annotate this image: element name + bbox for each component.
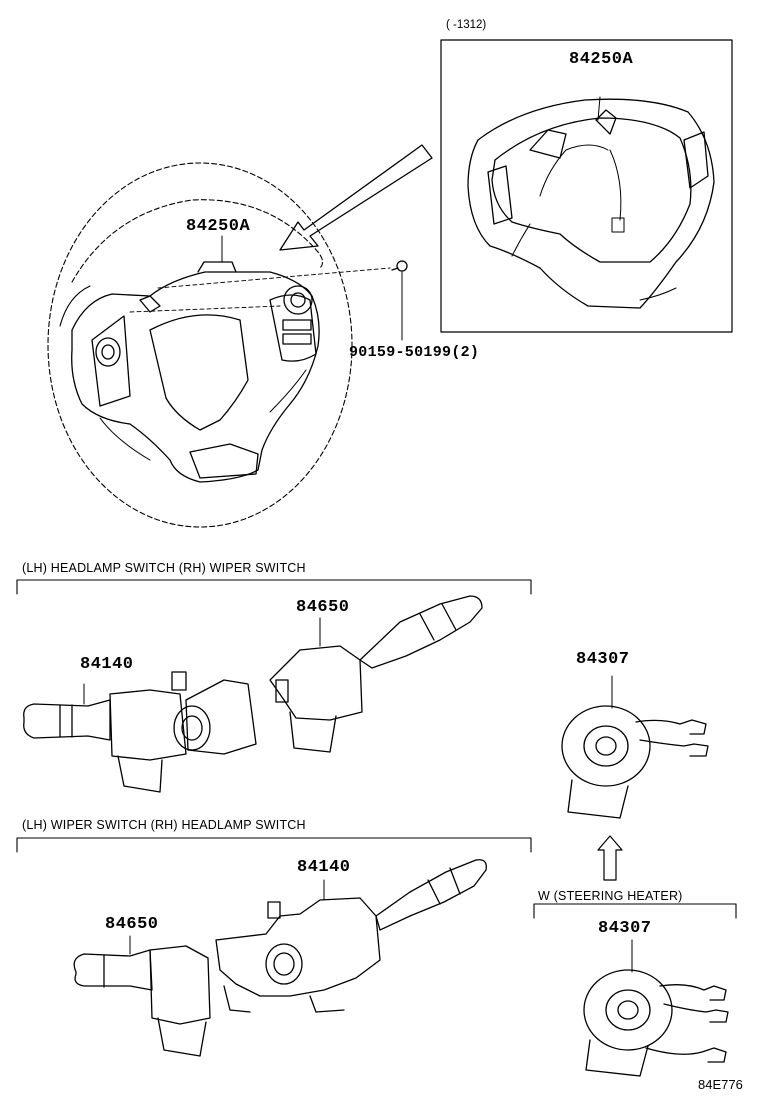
steering-wheel <box>47 162 353 528</box>
inset-frame <box>440 39 733 333</box>
diagram-code: 84E776 <box>698 1077 743 1092</box>
heater-group-caption: W (STEERING HEATER) <box>538 889 683 903</box>
part-number-headlamp-switch-top: 84140 <box>80 655 134 674</box>
part-number-screw: 90159-50199(2) <box>349 344 480 361</box>
wiper-switch-top <box>269 595 483 753</box>
bottom-group-bracket <box>16 837 532 853</box>
screw-part <box>391 260 408 341</box>
part-number-inset-pad: 84250A <box>569 50 634 69</box>
wiper-switch-bottom <box>73 935 211 1057</box>
spiral-cable-top <box>561 675 709 819</box>
inset-steering-pad <box>467 96 715 309</box>
part-number-wiper-switch-top: 84650 <box>296 598 350 617</box>
part-number-headlamp-switch-bottom: 84140 <box>297 858 351 877</box>
part-number-main-pad: 84250A <box>186 217 251 236</box>
main-steering-pad <box>71 235 391 483</box>
inset-note: ( -1312) <box>446 19 487 31</box>
top-group-caption: (LH) HEADLAMP SWITCH (RH) WIPER SWITCH <box>22 561 306 575</box>
inset-arrow <box>279 144 433 251</box>
spiral-cable-heater <box>583 939 729 1077</box>
headlamp-switch-top <box>23 671 257 793</box>
top-group-bracket <box>16 579 532 595</box>
bottom-group-caption: (LH) WIPER SWITCH (RH) HEADLAMP SWITCH <box>22 818 306 832</box>
part-number-spiral-cable-top: 84307 <box>576 650 630 669</box>
part-number-spiral-cable-heater: 84307 <box>598 919 652 938</box>
headlamp-switch-bottom <box>215 859 487 1013</box>
part-number-wiper-switch-bottom: 84650 <box>105 915 159 934</box>
up-arrow <box>597 835 623 881</box>
heater-group-bracket <box>533 903 737 919</box>
